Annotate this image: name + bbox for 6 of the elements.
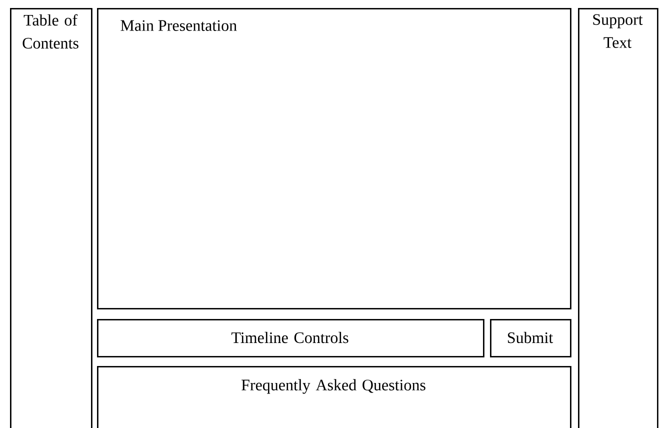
side-panel: Support Text — [578, 8, 658, 428]
faq-panel: Frequently Asked Questions — [97, 366, 572, 428]
presentation-panel: Main Presentation — [97, 8, 572, 310]
submit-button: Submit — [490, 318, 572, 358]
control-bar: Timeline Controls — [97, 318, 484, 358]
side-panel: Table of Contents — [10, 8, 92, 428]
